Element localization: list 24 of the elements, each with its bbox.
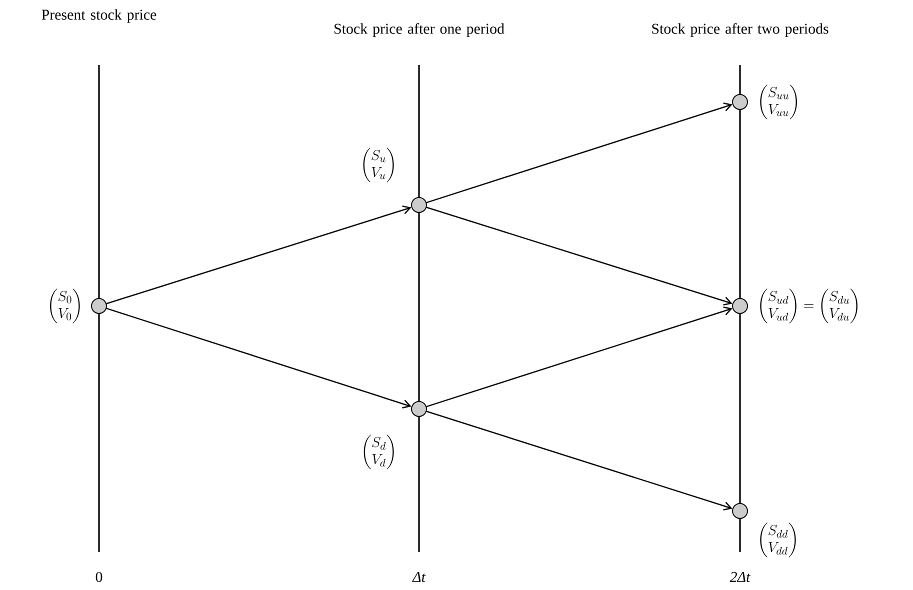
price-node bbox=[91, 298, 107, 314]
price-vector: $\begin{pmatrix} S_d \\ V_d \end{pmatrix}$ bbox=[364, 434, 394, 470]
price-node bbox=[732, 94, 748, 110]
arrow bbox=[426, 410, 732, 510]
arrow bbox=[426, 206, 732, 306]
time-label: 2Δt bbox=[730, 572, 750, 582]
period-label: Stock price after two periods bbox=[652, 23, 828, 37]
price-vector: $\begin{pmatrix} S_{uu} \\ V_{uu} \end{pmatrix}$ bbox=[760, 84, 797, 120]
price-vector: $\begin{pmatrix} S_{ud} \\ V_{ud} \end{pmatrix} = \begin{pmatrix} S_{du} \\ V_{du} \end{pmatrix}$ bbox=[760, 288, 858, 324]
price-node bbox=[411, 401, 427, 417]
arrow bbox=[426, 102, 732, 204]
price-node bbox=[732, 298, 748, 314]
time-label: 0 bbox=[96, 572, 102, 582]
time-label: Δt bbox=[412, 572, 426, 582]
arrow bbox=[106, 308, 412, 408]
price-vector: $\begin{pmatrix} S_{dd} \\ V_{dd} \end{pmatrix}$ bbox=[760, 522, 796, 558]
price-vector: $\begin{pmatrix} S_0 \\ V_0 \end{pmatrix}$ bbox=[50, 288, 80, 324]
arrow bbox=[426, 306, 732, 408]
arrow bbox=[106, 205, 412, 304]
period-label: Stock price after one period bbox=[334, 23, 504, 37]
price-vector: $\begin{pmatrix} S_u \\ V_u \end{pmatrix}$ bbox=[363, 148, 394, 182]
period-label: Present stock price bbox=[42, 9, 156, 23]
price-node bbox=[732, 503, 748, 519]
price-node bbox=[411, 197, 427, 213]
